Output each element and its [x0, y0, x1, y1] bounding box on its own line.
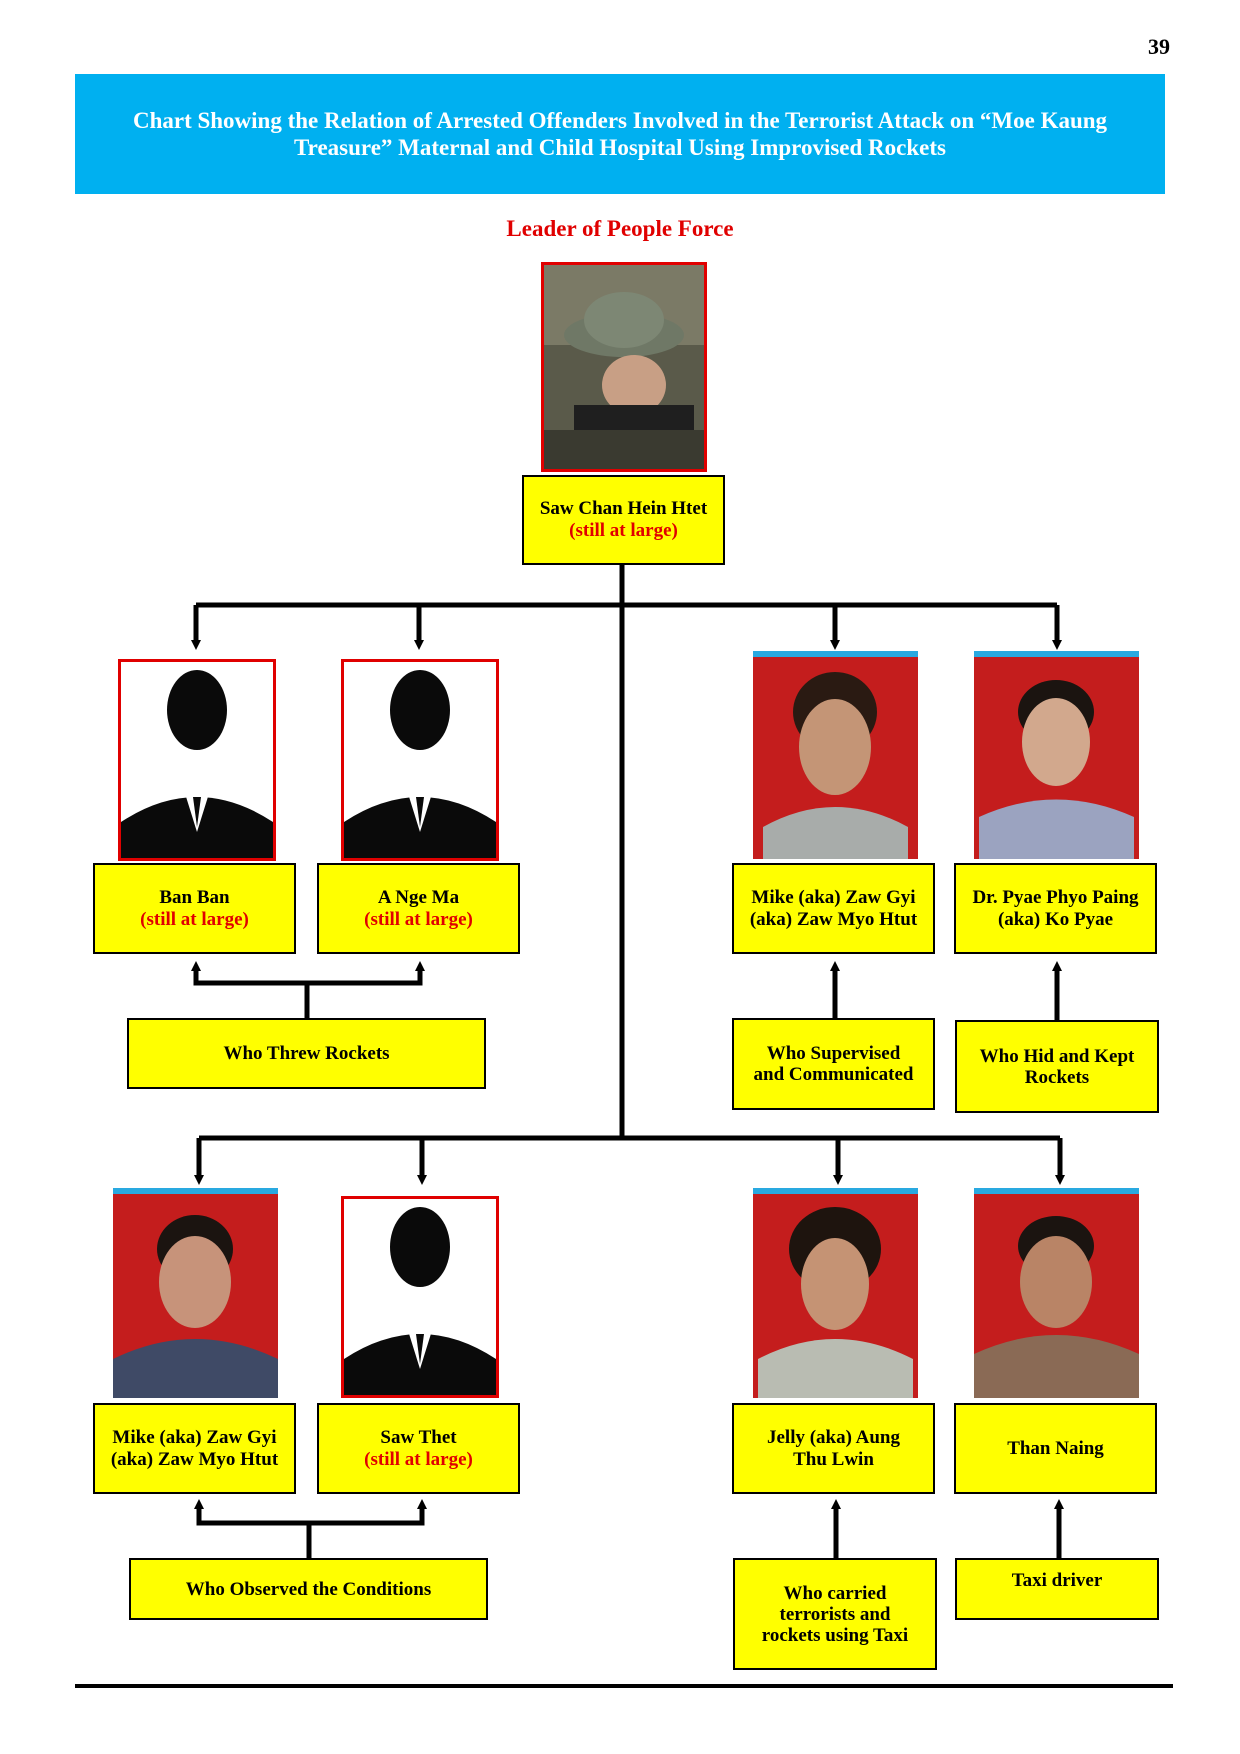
saw-thet-name-box: Saw Thet (still at large) [317, 1403, 520, 1494]
role-connector-observed-1 [196, 1504, 312, 1558]
leader-heading: Leader of People Force [506, 216, 734, 241]
mike-2-name-line-2: (aka) Zaw Myo Htut [110, 1448, 279, 1470]
silhouette-icon [121, 662, 273, 858]
pyae-phyo-paing-name-line-2: (aka) Ko Pyae [997, 908, 1114, 930]
silhouette-icon [344, 1199, 496, 1395]
mike-name-line-1: Mike (aka) Zaw Gyi [751, 886, 916, 908]
saw-thet-status: (still at large) [364, 1448, 473, 1470]
mike-photo-1 [753, 651, 918, 859]
silhouette-icon [344, 662, 496, 858]
leader-photo [541, 262, 707, 472]
title-line-2: Treasure” Maternal and Child Hospital Us… [294, 135, 946, 160]
role-taxi-driver: Taxi driver [955, 1558, 1159, 1620]
leader-name-box: Saw Chan Hein Htet (still at large) [522, 475, 725, 565]
role-connector-threw-2 [307, 966, 423, 986]
jelly-name-line-1: Jelly (aka) Aung [766, 1426, 901, 1448]
mike-photo-2 [113, 1188, 278, 1398]
role-observed-conditions: Who Observed the Conditions [129, 1558, 488, 1620]
leader-name: Saw Chan Hein Htet [539, 498, 708, 519]
jelly-photo [753, 1188, 918, 1398]
role-threw-rockets: Who Threw Rockets [127, 1018, 486, 1089]
mike-2-name-line-1: Mike (aka) Zaw Gyi [112, 1426, 277, 1448]
pyae-phyo-paing-name-line-1: Dr. Pyae Phyo Paing [972, 886, 1139, 908]
ban-ban-name: Ban Ban [159, 886, 230, 908]
footer-rule [75, 1684, 1173, 1688]
mike-name-line-2: (aka) Zaw Myo Htut [749, 908, 918, 930]
page-number: 39 [1148, 34, 1170, 59]
role-hid-kept: Who Hid and Kept Rockets [955, 1020, 1159, 1113]
jelly-name-box: Jelly (aka) Aung Thu Lwin [732, 1403, 935, 1494]
than-naing-photo [974, 1188, 1139, 1398]
a-nge-ma-name-box: A Nge Ma (still at large) [317, 863, 520, 954]
than-naing-name-box: Than Naing [954, 1403, 1157, 1494]
title-line-1: Chart Showing the Relation of Arrested O… [132, 108, 1108, 133]
role-connector-threw-1 [193, 966, 310, 1018]
ban-ban-status: (still at large) [140, 908, 249, 930]
role-supervised: Who Supervised and Communicated [732, 1018, 935, 1110]
ban-ban-photo [118, 659, 276, 861]
role-carried-taxi: Who carried terrorists and rockets using… [733, 1558, 937, 1670]
pyae-phyo-paing-name-box: Dr. Pyae Phyo Paing (aka) Ko Pyae [954, 863, 1157, 954]
than-naing-name: Than Naing [1007, 1437, 1104, 1459]
leader-status: (still at large) [569, 520, 678, 541]
mike-name-box-1: Mike (aka) Zaw Gyi (aka) Zaw Myo Htut [732, 863, 935, 954]
a-nge-ma-photo [341, 659, 499, 861]
a-nge-ma-status: (still at large) [364, 908, 473, 930]
pyae-phyo-paing-photo [974, 651, 1139, 859]
saw-thet-name: Saw Thet [380, 1426, 457, 1448]
saw-thet-photo [341, 1196, 499, 1398]
ban-ban-name-box: Ban Ban (still at large) [93, 863, 296, 954]
mike-name-box-2: Mike (aka) Zaw Gyi (aka) Zaw Myo Htut [93, 1403, 296, 1494]
role-connector-observed-2 [309, 1504, 425, 1526]
jelly-name-line-2: Thu Lwin [793, 1448, 874, 1470]
title-banner: Chart Showing the Relation of Arrested O… [75, 74, 1165, 194]
a-nge-ma-name: A Nge Ma [377, 886, 460, 908]
